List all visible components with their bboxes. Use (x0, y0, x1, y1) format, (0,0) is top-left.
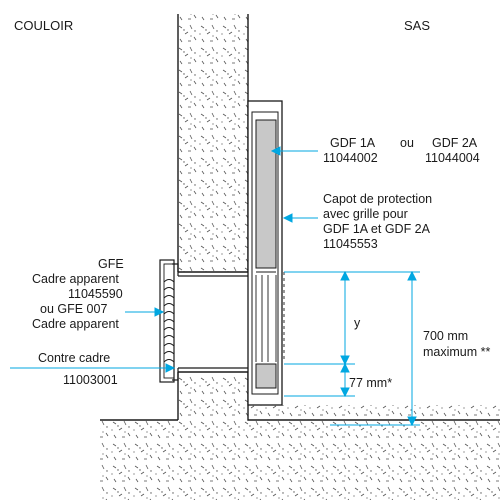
gfe-line-5: Cadre apparent (32, 317, 119, 331)
gfe-line-2: Cadre apparent (32, 272, 119, 286)
capot-line-3: GDF 1A et GDF 2A (323, 222, 431, 236)
code-gdf-2a: 11044004 (425, 151, 480, 165)
zone-label-couloir: COULOIR (14, 18, 73, 33)
capot-label: Capot de protection avec grille pour GDF… (323, 192, 432, 251)
dimension-y-label: y (354, 316, 361, 330)
floor-slab (100, 405, 500, 500)
dimension-lines (284, 270, 420, 427)
capot-line-2: avec grille pour (323, 207, 408, 221)
label-gdf-1a: GDF 1A (330, 136, 376, 150)
dimension-700mm-line-1: 700 mm (423, 329, 468, 343)
label-gdf-2a: GDF 2A (432, 136, 478, 150)
dimension-700mm-line-2: maximum ** (423, 345, 491, 359)
gfe-line-4: ou GFE 007 (40, 302, 107, 316)
code-gdf-1a: 11044002 (323, 151, 378, 165)
leader-lines (10, 146, 318, 373)
gfe-line-3: 11045590 (68, 287, 123, 301)
contre-cadre-line-2: 11003001 (63, 373, 118, 387)
contre-cadre-label: Contre cadre 11003001 (38, 351, 118, 387)
gfe-label: GFE Cadre apparent 11045590 ou GFE 007 C… (32, 257, 124, 331)
cover-grille (255, 271, 285, 362)
capot-line-4: 11045553 (323, 237, 378, 251)
gfe-grille (159, 259, 179, 383)
label-or: ou (400, 136, 414, 150)
contre-cadre-line-1: Contre cadre (38, 351, 110, 365)
zone-label-sas: SAS (404, 18, 430, 33)
wall (177, 14, 249, 420)
dimension-77mm-label: 77 mm* (349, 376, 392, 390)
protective-cover (247, 100, 283, 406)
opening-sleeve (178, 275, 248, 369)
capot-line-1: Capot de protection (323, 192, 432, 206)
gfe-line-1: GFE (98, 257, 124, 271)
